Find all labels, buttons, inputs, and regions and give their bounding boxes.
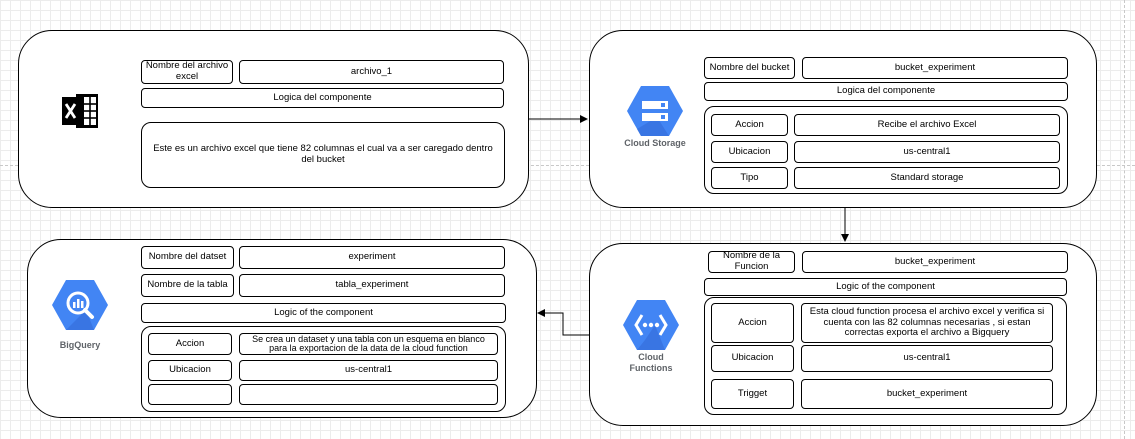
page-break-guide-vertical: [1124, 0, 1125, 439]
storage-row-value[interactable]: us-central1: [794, 141, 1060, 163]
bigquery-row-value[interactable]: us-central1: [239, 360, 498, 381]
excel-name-label: Nombre del archivo excel: [141, 60, 233, 84]
function-name-label: Nombre de la Funcion: [708, 251, 795, 273]
dataset-name-value[interactable]: experiment: [239, 246, 505, 269]
bucket-name-label: Nombre del bucket: [704, 57, 795, 79]
excel-name-value[interactable]: archivo_1: [239, 60, 504, 84]
bigquery-label: BigQuery: [59, 340, 101, 350]
storage-row-value[interactable]: Recibe el archivo Excel: [794, 114, 1060, 136]
function-row-label: Ubicacion: [711, 345, 794, 372]
storage-row-value[interactable]: Standard storage: [794, 167, 1060, 189]
excel-file-icon: [62, 94, 98, 133]
function-row-label: Accion: [711, 303, 794, 343]
bigquery-icon: [52, 280, 108, 335]
function-name-value[interactable]: bucket_experiment: [802, 251, 1068, 273]
table-name-value[interactable]: tabla_experiment: [239, 274, 505, 297]
bucket-name-value[interactable]: bucket_experiment: [802, 57, 1068, 79]
function-row-value[interactable]: Esta cloud function procesa el archivo e…: [801, 303, 1053, 343]
function-logic-label: Logic of the component: [704, 278, 1067, 296]
cloud-storage-label: Cloud Storage: [624, 138, 686, 148]
bigquery-row-value[interactable]: [239, 384, 498, 405]
bigquery-row-value[interactable]: Se crea un dataset y una tabla con un es…: [239, 333, 498, 355]
bigquery-row-label: Ubicacion: [148, 360, 232, 381]
storage-row-label: Accion: [711, 114, 788, 136]
function-row-label: Trigget: [711, 379, 794, 409]
dataset-name-label: Nombre del datset: [141, 246, 234, 269]
cloud-functions-label: Cloud Functions: [629, 352, 673, 373]
page-break-guide: [0, 165, 1135, 166]
storage-logic-label: Logica del componente: [704, 82, 1068, 101]
storage-row-label: Tipo: [711, 167, 788, 189]
storage-row-label: Ubicacion: [711, 141, 788, 163]
arrow-functions-to-bigquery: [537, 309, 589, 336]
bigquery-row-label: Accion: [148, 333, 232, 355]
bigquery-logic-label: Logic of the component: [141, 303, 506, 323]
function-row-value[interactable]: bucket_experiment: [801, 379, 1053, 409]
excel-logic-label: Logica del componente: [141, 88, 504, 108]
cloud-storage-icon: [627, 86, 683, 141]
table-name-label: Nombre de la tabla: [141, 274, 234, 297]
cloud-functions-icon: [623, 300, 679, 355]
bigquery-row-label: [148, 384, 232, 405]
function-row-value[interactable]: us-central1: [801, 345, 1053, 372]
excel-description: Este es un archivo excel que tiene 82 co…: [141, 122, 505, 188]
